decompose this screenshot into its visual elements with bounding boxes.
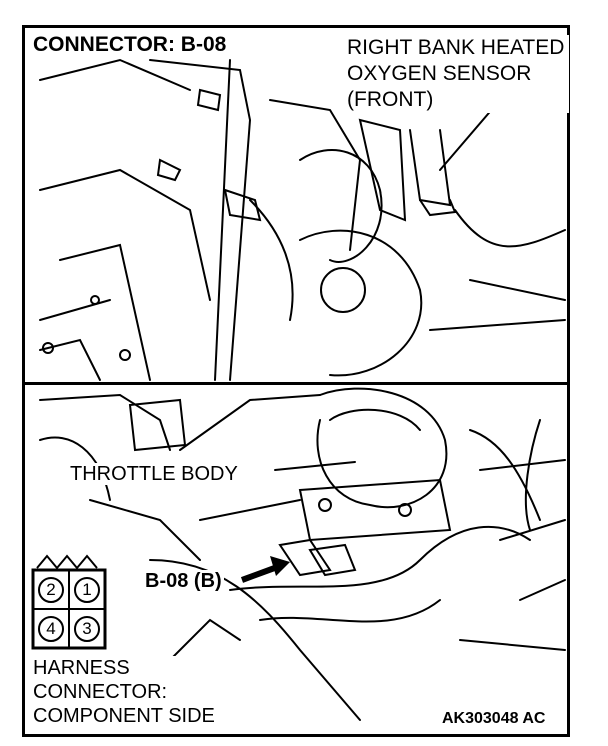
connector-pin: 3 bbox=[74, 616, 100, 642]
connector-pin: 1 bbox=[74, 577, 100, 603]
harness-connector-label: HARNESS CONNECTOR: COMPONENT SIDE bbox=[30, 656, 218, 728]
oxygen-sensor-label: RIGHT BANK HEATED OXYGEN SENSOR (FRONT) bbox=[345, 35, 569, 113]
throttle-body-label: THROTTLE BODY bbox=[68, 463, 240, 485]
connector-pin: 4 bbox=[38, 616, 64, 642]
connector-title: CONNECTOR: B-08 bbox=[30, 33, 230, 56]
panel-divider bbox=[22, 382, 570, 385]
connector-pin: 2 bbox=[38, 577, 64, 603]
figure-code: AK303048 AC bbox=[440, 710, 548, 728]
connector-callout-label: B-08 (B) bbox=[143, 570, 224, 592]
